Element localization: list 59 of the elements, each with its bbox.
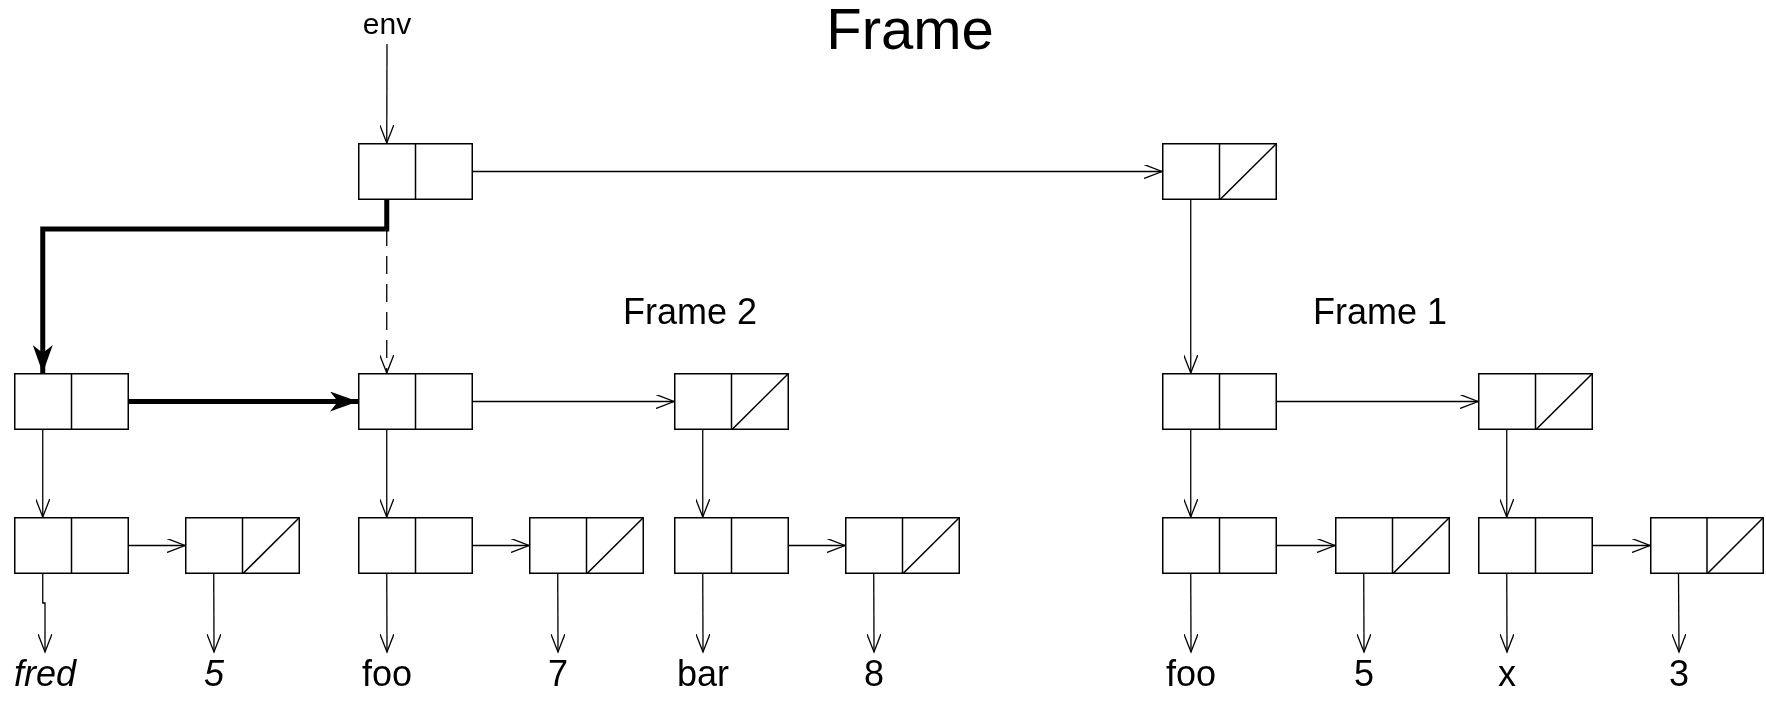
pair-cell [674, 517, 789, 574]
pair-cell [1162, 517, 1277, 574]
pointer-arrow [1592, 537, 1651, 554]
nil-pair-cell [1335, 517, 1450, 574]
nil-pair-cell [1478, 373, 1593, 430]
value-text: foo [344, 652, 430, 696]
value-text: fred [0, 652, 90, 696]
pair-cell [1478, 517, 1593, 574]
pointer-arrow [128, 537, 186, 554]
pointer-arrow [472, 163, 1163, 180]
value-text: bar [668, 652, 738, 696]
value-text: 5 [1331, 652, 1397, 696]
pointer-arrow [788, 537, 846, 554]
pointer-arrow [1499, 429, 1515, 518]
pointer-arrow [1183, 429, 1199, 518]
value-text: 3 [1646, 652, 1712, 696]
pair-cell [14, 517, 129, 574]
nil-pair-cell [674, 373, 789, 430]
pointer-arrow [206, 573, 222, 653]
pointer-arrow [1183, 573, 1199, 653]
value-text: x [1474, 652, 1540, 696]
pointer-arrow [35, 429, 51, 518]
nil-pair-cell [185, 517, 300, 574]
value-text: env [337, 4, 437, 44]
pair-cell [358, 143, 473, 200]
title: Frame [825, 0, 995, 60]
pointer-arrow [129, 391, 358, 412]
pointer-arrow [550, 573, 566, 653]
pointer-arrow [379, 573, 395, 653]
pointer-arrow [695, 573, 711, 653]
value-text: foo [1148, 652, 1234, 696]
pointer-arrow [1276, 393, 1479, 410]
nil-pair-cell [1650, 517, 1764, 574]
pair-cell [358, 373, 473, 430]
value-text: 5 [181, 652, 247, 696]
pair-cell [14, 373, 129, 430]
pointer-arrow [1183, 199, 1199, 374]
frame-label: Frame 2 [621, 290, 758, 334]
value-text: 8 [841, 652, 907, 696]
nil-pair-cell [845, 517, 960, 574]
pointer-arrow [1356, 573, 1372, 653]
pointer-arrow [1276, 537, 1336, 554]
pointer-arrow [695, 429, 711, 518]
pointer-arrow [37, 573, 53, 653]
pointer-arrow [866, 573, 882, 653]
pointer-arrow [472, 537, 530, 554]
pointer-arrow [32, 200, 390, 373]
pointer-arrow [1671, 573, 1687, 653]
value-text: 7 [525, 652, 591, 696]
pointer-arrow [379, 199, 395, 374]
nil-pair-cell [529, 517, 644, 574]
frame-label: Frame 1 [1311, 290, 1448, 334]
nil-pair-cell [1162, 143, 1277, 200]
pointer-arrow [472, 393, 675, 410]
pair-cell [1162, 373, 1277, 430]
pointer-arrow [1499, 573, 1515, 653]
pair-cell [358, 517, 473, 574]
pointer-arrow [379, 43, 395, 144]
pointer-arrow [379, 429, 395, 518]
